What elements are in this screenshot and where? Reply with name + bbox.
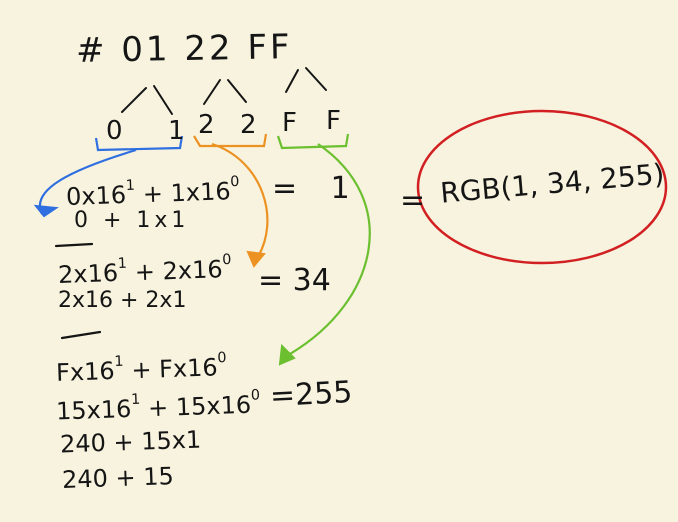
rgb-highlight-ellipse: [416, 109, 668, 265]
arrow-orange: [211, 142, 269, 261]
block3-term-b: + Fx16: [130, 353, 219, 385]
separator-2: [60, 330, 102, 340]
separator-1: [54, 242, 94, 248]
digit-0: 0: [106, 116, 123, 146]
bracket-orange: [193, 133, 268, 148]
arrow-orange-head: [246, 250, 266, 268]
block1-term-b: + 1x16: [142, 177, 232, 209]
block2-line2: 2x16 + 2x1: [58, 288, 187, 313]
block2-term-a: 2x16: [57, 258, 119, 289]
block3-term-b-exp: 0: [217, 350, 227, 367]
digit-fa: F: [282, 108, 297, 138]
block3-line4: 240 + 15: [61, 462, 175, 494]
block3-line3: 240 + 15x1: [59, 425, 202, 459]
bracket-green: [276, 133, 350, 150]
digit-2a: 2: [198, 110, 215, 140]
block3-line1: Fx161 + Fx160: [55, 350, 228, 387]
block1-term-b-exp: 0: [229, 173, 240, 191]
block3-line2-term-b: + 15x16: [147, 390, 252, 423]
block2-line1: 2x161 + 2x160: [57, 251, 233, 289]
block2-result: = 34: [258, 263, 331, 298]
arrow-green: [289, 143, 371, 355]
block3-line2-term-a-exp: 1: [130, 391, 141, 408]
branch-22-right: [227, 79, 247, 103]
block2-term-b: + 2x16: [134, 255, 224, 287]
branch-01-left: [121, 87, 147, 113]
tree-branches: [121, 67, 327, 115]
digit-1: 1: [168, 116, 185, 146]
hex-code-title: # 01 22 FF: [75, 27, 293, 71]
block3-line2-term-a: 15x16: [55, 394, 132, 426]
branch-01-right: [153, 85, 173, 115]
block3-line2: 15x161 + 15x160: [55, 387, 261, 426]
block1-line2: 0 + 1x1: [74, 208, 190, 233]
block3-term-a-exp: 1: [114, 353, 124, 370]
branch-22-left: [203, 79, 221, 105]
block1-term-a-exp: 1: [125, 177, 136, 194]
block3-result: =255: [269, 374, 354, 415]
branch-ff-right: [305, 67, 327, 91]
arrow-green-head: [278, 343, 296, 366]
arrow-blue-head: [33, 204, 59, 218]
block3-term-a: Fx16: [55, 356, 116, 387]
block2-term-a-exp: 1: [117, 255, 128, 272]
final-equals: =: [400, 183, 426, 218]
block1-result: = 1: [272, 171, 362, 206]
block3-line2-term-b-exp: 0: [250, 387, 261, 404]
block2-term-b-exp: 0: [221, 251, 232, 269]
bracket-blue: [94, 135, 184, 152]
digit-fb: F: [326, 106, 341, 136]
digit-2b: 2: [240, 110, 257, 140]
block1-term-a: 0x16: [65, 180, 127, 211]
block1-line1: 0x161 + 1x160: [65, 173, 241, 211]
branch-ff-left: [285, 69, 299, 93]
